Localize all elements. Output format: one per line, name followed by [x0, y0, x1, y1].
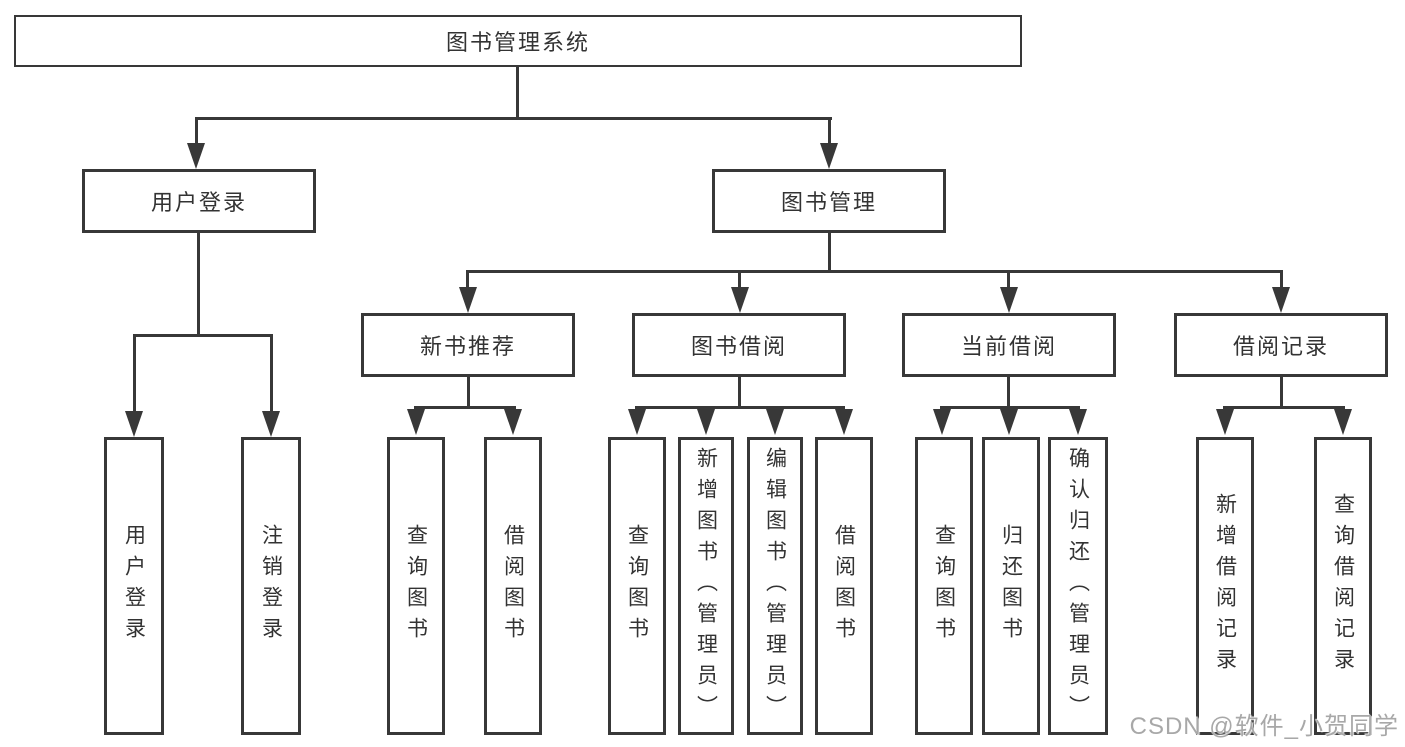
- connector-line: [516, 67, 519, 118]
- arrowhead-icon: [697, 409, 715, 435]
- arrowhead-icon: [1334, 409, 1352, 435]
- connector-line: [467, 377, 470, 409]
- node-book-management: 图书管理: [712, 169, 946, 233]
- arrowhead-icon: [504, 409, 522, 435]
- arrowhead-icon: [459, 287, 477, 313]
- arrowhead-icon: [766, 409, 784, 435]
- connector-line: [195, 117, 832, 120]
- connector-line: [1280, 377, 1283, 409]
- arrowhead-icon: [835, 409, 853, 435]
- csdn-watermark: CSDN @软件_小贺同学: [1129, 713, 1399, 740]
- leaf-logout: 注销登录: [241, 437, 301, 735]
- connector-line: [197, 233, 200, 336]
- leaf-borrow-books: 借阅图书: [815, 437, 873, 735]
- node-borrow-records: 借阅记录: [1174, 313, 1388, 377]
- arrowhead-icon: [1000, 287, 1018, 313]
- arrowhead-icon: [407, 409, 425, 435]
- arrowhead-icon: [125, 411, 143, 437]
- arrowhead-icon: [820, 143, 838, 169]
- connector-line: [635, 406, 845, 409]
- arrowhead-icon: [1000, 409, 1018, 435]
- leaf-query-books-recommend: 查询图书: [387, 437, 445, 735]
- arrowhead-icon: [262, 411, 280, 437]
- leaf-query-borrow-record: 查询借阅记录: [1314, 437, 1372, 735]
- connector-line: [1007, 377, 1010, 409]
- connector-line: [1007, 270, 1010, 290]
- connector-line: [133, 334, 136, 414]
- node-current-borrow: 当前借阅: [902, 313, 1116, 377]
- connector-line: [738, 377, 741, 409]
- connector-line: [1280, 270, 1283, 290]
- leaf-query-books-current: 查询图书: [915, 437, 973, 735]
- leaf-confirm-return-admin: 确认归还（管理员）: [1048, 437, 1108, 735]
- leaf-borrow-books-recommend: 借阅图书: [484, 437, 542, 735]
- node-library-management-system: 图书管理系统: [14, 15, 1022, 67]
- connector-line: [738, 270, 741, 290]
- connector-line: [940, 406, 1080, 409]
- arrowhead-icon: [1272, 287, 1290, 313]
- arrowhead-icon: [1069, 409, 1087, 435]
- leaf-add-book-admin: 新增图书（管理员）: [678, 437, 734, 735]
- leaf-edit-book-admin: 编辑图书（管理员）: [747, 437, 803, 735]
- connector-line: [828, 117, 831, 147]
- leaf-user-login: 用户登录: [104, 437, 164, 735]
- leaf-return-books: 归还图书: [982, 437, 1040, 735]
- connector-line: [133, 334, 273, 337]
- arrowhead-icon: [628, 409, 646, 435]
- connector-line: [1223, 406, 1345, 409]
- leaf-query-books-borrow: 查询图书: [608, 437, 666, 735]
- arrowhead-icon: [187, 143, 205, 169]
- leaf-add-borrow-record: 新增借阅记录: [1196, 437, 1254, 735]
- node-user-login: 用户登录: [82, 169, 316, 233]
- connector-line: [466, 270, 469, 290]
- node-new-book-recommend: 新书推荐: [361, 313, 575, 377]
- connector-line: [195, 117, 198, 147]
- connector-line: [270, 334, 273, 414]
- node-book-borrow: 图书借阅: [632, 313, 846, 377]
- arrowhead-icon: [731, 287, 749, 313]
- arrowhead-icon: [933, 409, 951, 435]
- connector-line: [466, 270, 1283, 273]
- arrowhead-icon: [1216, 409, 1234, 435]
- connector-line: [828, 233, 831, 273]
- connector-line: [414, 406, 516, 409]
